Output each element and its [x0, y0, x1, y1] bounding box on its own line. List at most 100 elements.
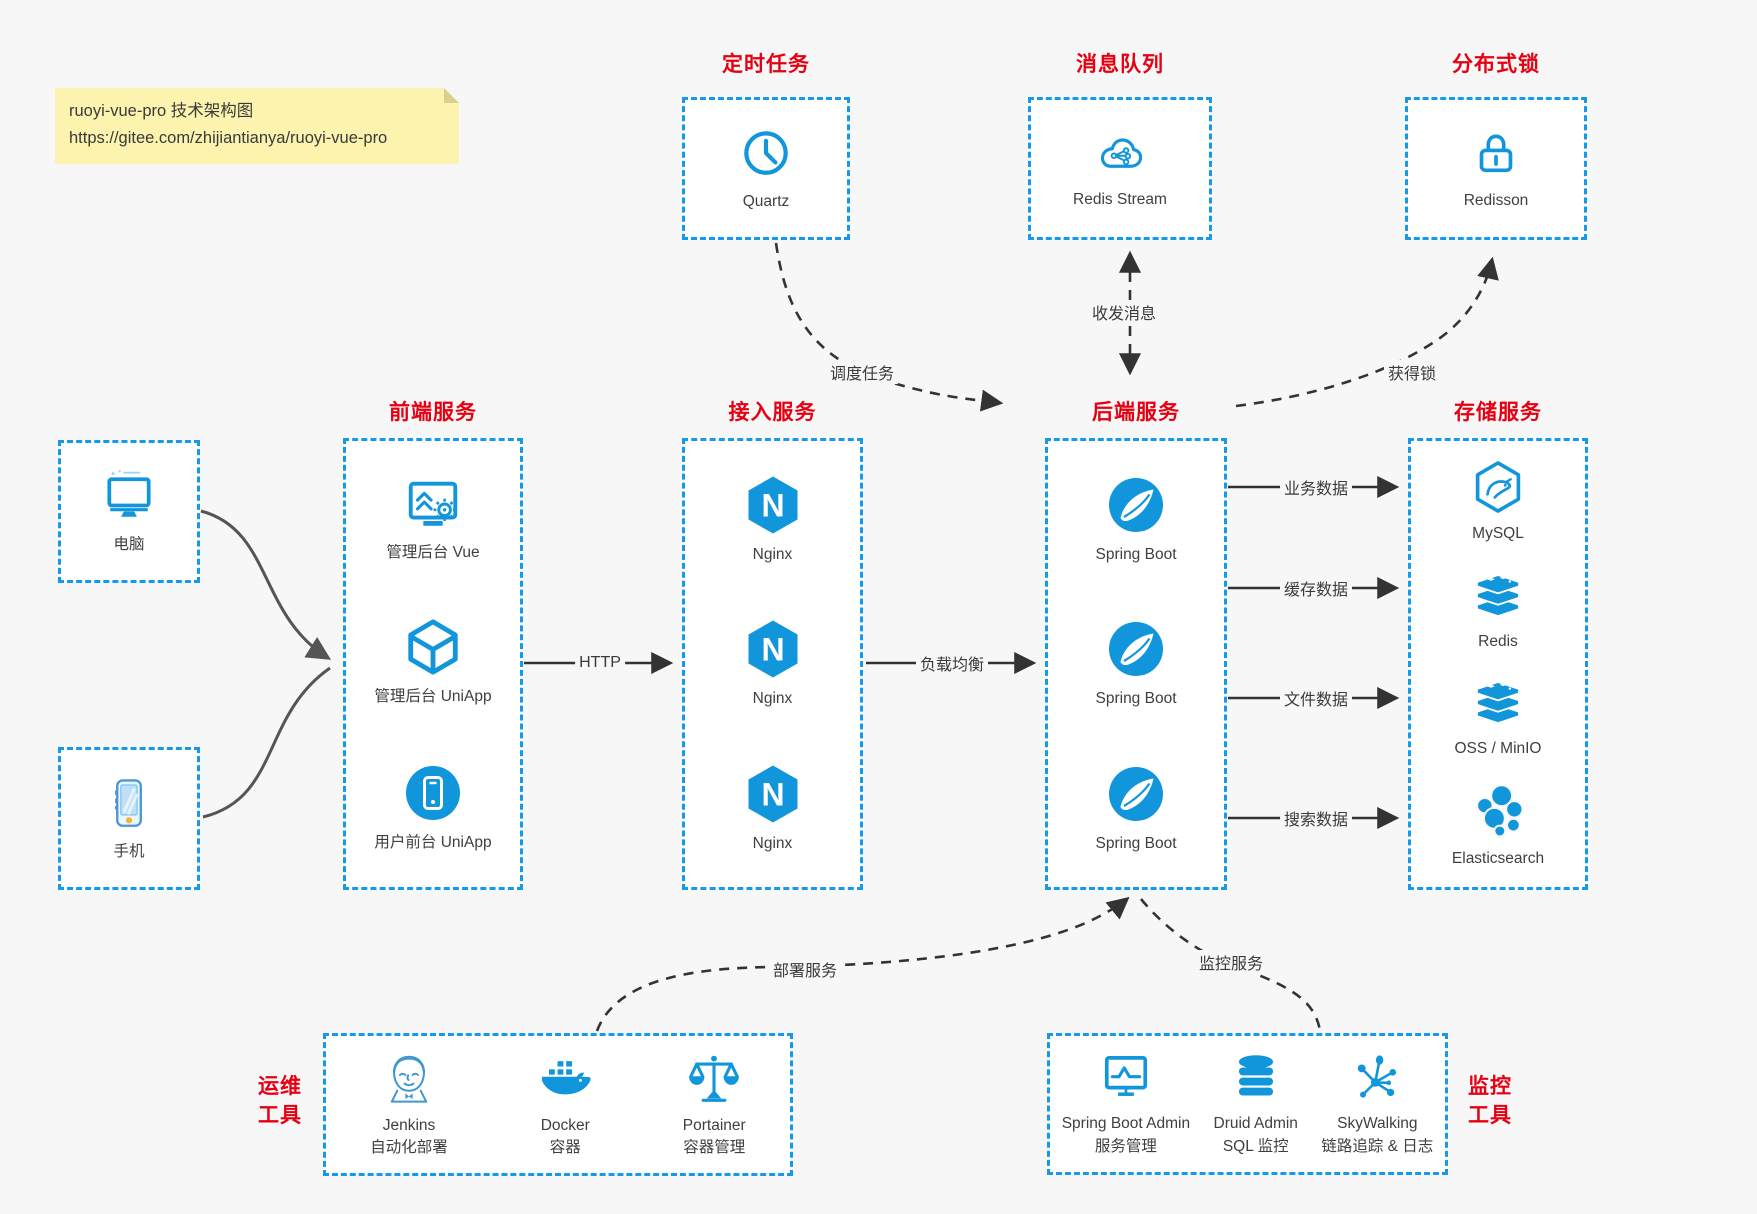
- edge-label-load-balance: 负载均衡: [915, 651, 989, 675]
- spring-boot-admin-item: Spring Boot Admin 服务管理: [1062, 1050, 1190, 1158]
- docker-item: Docker 容器: [536, 1050, 594, 1160]
- skywalking-icon: [1349, 1050, 1405, 1106]
- jenkins-label: Jenkins 自动化部署: [370, 1116, 448, 1156]
- pc-client-box: 电脑: [58, 440, 200, 583]
- nginx-icon: [740, 762, 806, 826]
- portainer-item: Portainer 容器管理: [683, 1050, 746, 1160]
- redis-stack-icon: [1468, 568, 1528, 624]
- user-uniapp-icon: [401, 761, 465, 825]
- spring-boot-item: Spring Boot: [1096, 762, 1177, 855]
- ops-tools-box: Jenkins 自动化部署 Docker 容器 Portainer 容器管理: [323, 1033, 793, 1176]
- admin-uniapp-item: 管理后台 UniApp: [374, 617, 492, 708]
- mobile-client-label: 手机: [113, 842, 145, 860]
- nginx-icon: [740, 473, 806, 537]
- title-distributed-lock: 分布式锁: [1452, 53, 1540, 76]
- edge-label-schedule: 调度任务: [825, 360, 899, 384]
- spring-boot-icon: [1104, 762, 1168, 826]
- admin-uniapp-label: 管理后台 UniApp: [374, 688, 492, 706]
- clock-icon: [736, 124, 796, 184]
- nginx-label: Nginx: [752, 690, 793, 708]
- title-frontend-services: 前端服务: [389, 401, 477, 424]
- pc-client-label: 电脑: [113, 535, 145, 553]
- backend-services-box: Spring Boot Spring Boot Spring Boot: [1045, 438, 1227, 890]
- skywalking-label: SkyWalking 链路追踪 & 日志: [1321, 1115, 1434, 1155]
- title-backend-services: 后端服务: [1092, 401, 1180, 424]
- lock-icon: [1467, 125, 1525, 183]
- nginx-icon: [740, 617, 806, 681]
- redis-item: Redis: [1468, 568, 1528, 653]
- docker-icon: [536, 1050, 594, 1108]
- spring-boot-label: Spring Boot: [1095, 690, 1177, 708]
- nginx-label: Nginx: [752, 834, 793, 852]
- spring-boot-label: Spring Boot: [1095, 545, 1177, 563]
- quartz-label: Quartz: [742, 192, 790, 210]
- edge-label-lock: 获得锁: [1383, 360, 1441, 384]
- mysql-item: MySQL: [1468, 458, 1528, 545]
- ops-tools-side-label: 运维 工具: [258, 1075, 302, 1128]
- redis-stream-cloud-icon: [1089, 126, 1151, 182]
- spring-boot-label: Spring Boot: [1095, 834, 1177, 852]
- frontend-services-box: 管理后台 Vue 管理后台 UniApp 用户前台 UniApp: [343, 438, 523, 890]
- edge-label-http: HTTP: [575, 654, 625, 672]
- pc-client-item: 电脑: [98, 467, 160, 556]
- jenkins-item: Jenkins 自动化部署: [370, 1050, 448, 1160]
- spring-boot-icon: [1104, 473, 1168, 537]
- edge-label-cache-data: 缓存数据: [1279, 576, 1353, 600]
- portainer-label: Portainer 容器管理: [682, 1116, 746, 1156]
- mysql-label: MySQL: [1472, 525, 1524, 543]
- spring-boot-item: Spring Boot: [1096, 473, 1177, 566]
- smartphone-icon: [100, 774, 158, 834]
- monitor-tools-side-label: 监控 工具: [1468, 1075, 1512, 1128]
- spring-boot-item: Spring Boot: [1096, 617, 1177, 710]
- deploy-service-arrow: [595, 896, 1130, 1032]
- mobile-client-box: 手机: [58, 747, 200, 890]
- redis-stream-item: Redis Stream: [1073, 126, 1167, 211]
- storage-services-box: MySQL Redis OSS / MinIO Elasticsearch: [1408, 438, 1588, 890]
- redisson-item: Redisson: [1463, 125, 1529, 212]
- redisson-box: Redisson: [1405, 97, 1587, 240]
- quartz-item: Quartz: [736, 124, 796, 213]
- desktop-icon: [98, 467, 160, 527]
- mobile-to-frontend-arrow: [202, 666, 331, 819]
- admin-vue-item: 管理后台 Vue: [386, 473, 480, 564]
- spring-boot-admin-icon: [1097, 1050, 1155, 1106]
- pc-to-frontend-arrow: [200, 509, 332, 660]
- redisson-label: Redisson: [1463, 191, 1529, 209]
- redis-label: Redis: [1478, 632, 1518, 650]
- nginx-item: Nginx: [740, 762, 806, 855]
- note-url: https://gitee.com/zhijiantianya/ruoyi-vu…: [69, 129, 388, 148]
- druid-label: Druid Admin SQL 监控: [1213, 1115, 1298, 1155]
- edge-label-deploy: 部署服务: [768, 957, 842, 981]
- title-scheduled-tasks: 定时任务: [722, 53, 810, 76]
- monitor-tools-box: Spring Boot Admin 服务管理 Druid Admin SQL 监…: [1047, 1033, 1448, 1175]
- edge-label-message: 收发消息: [1087, 300, 1161, 324]
- edge-label-file-data: 文件数据: [1279, 686, 1353, 710]
- title-access-services: 接入服务: [728, 401, 817, 424]
- note-title: ruoyi-vue-pro 技术架构图: [69, 102, 254, 120]
- docker-label: Docker 容器: [540, 1116, 590, 1156]
- admin-vue-label: 管理后台 Vue: [386, 544, 480, 562]
- elasticsearch-icon: [1468, 783, 1528, 841]
- skywalking-item: SkyWalking 链路追踪 & 日志: [1321, 1050, 1433, 1158]
- nginx-item: Nginx: [740, 617, 806, 710]
- nginx-item: Nginx: [740, 473, 806, 566]
- access-services-box: Nginx Nginx Nginx: [682, 438, 863, 890]
- mysql-icon: [1468, 458, 1528, 516]
- title-message-queue: 消息队列: [1076, 53, 1164, 76]
- uniapp-cube-icon: [401, 617, 465, 679]
- title-storage-services: 存储服务: [1454, 401, 1542, 424]
- edge-label-monitor: 监控服务: [1194, 950, 1268, 974]
- user-uniapp-item: 用户前台 UniApp: [374, 761, 492, 854]
- portainer-icon: [685, 1050, 743, 1108]
- oss-stack-icon: [1468, 675, 1528, 731]
- oss-minio-label: OSS / MinIO: [1454, 740, 1542, 758]
- admin-vue-icon: [400, 473, 466, 535]
- mobile-client-item: 手机: [100, 774, 158, 863]
- oss-minio-item: OSS / MinIO: [1455, 675, 1542, 760]
- druid-icon: [1228, 1050, 1284, 1106]
- user-uniapp-label: 用户前台 UniApp: [374, 834, 492, 852]
- spring-boot-icon: [1104, 617, 1168, 681]
- title-note: ruoyi-vue-pro 技术架构图 https://gitee.com/zh…: [55, 88, 459, 164]
- jenkins-icon: [380, 1050, 438, 1108]
